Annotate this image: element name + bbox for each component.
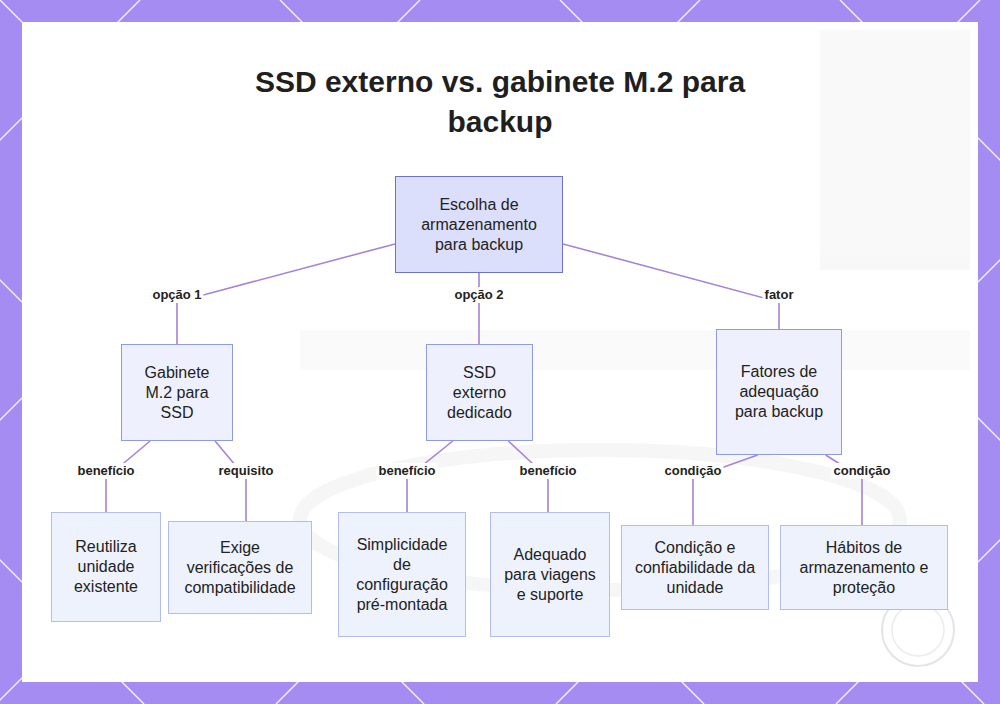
node-text: Adequado para viagens e suporte xyxy=(501,545,599,605)
leaf-box: Reutiliza unidade existente xyxy=(51,512,161,622)
root-box: Escolha de armazenamento para backup xyxy=(395,176,563,273)
leaf-box: Exige verificações de compatibilidade xyxy=(168,521,312,614)
edge-label: benefício xyxy=(75,463,136,479)
connector-line xyxy=(177,244,395,344)
edge-label: condição xyxy=(662,463,723,479)
edge-label: fator xyxy=(763,287,796,303)
connector-line xyxy=(478,273,480,344)
edge-label: requisito xyxy=(217,463,276,479)
leaf-box: Adequado para viagens e suporte xyxy=(490,512,610,637)
node-text: Fatores de adequação para backup xyxy=(727,362,831,422)
node-text: SSD externo dedicado xyxy=(437,363,522,423)
node-text: Condição e confiabilidade da unidade xyxy=(632,538,758,598)
factor-box: Fatores de adequação para backup xyxy=(716,329,842,455)
connector-line xyxy=(563,244,779,329)
node-text: Simplicidade de configuração pré-montada xyxy=(349,535,455,615)
option-box: Gabinete M.2 para SSD xyxy=(121,344,233,441)
node-text: Exige verificações de compatibilidade xyxy=(179,538,301,598)
node-text: Gabinete M.2 para SSD xyxy=(132,363,222,423)
leaf-box: Simplicidade de configuração pré-montada xyxy=(338,512,466,637)
leaf-box: Hábitos de armazenamento e proteção xyxy=(780,525,948,610)
edge-label: opção 2 xyxy=(452,287,505,303)
content-panel xyxy=(22,22,978,682)
connector-line xyxy=(215,441,246,521)
edge-label: benefício xyxy=(517,463,578,479)
node-text: Hábitos de armazenamento e proteção xyxy=(791,538,937,598)
stamp-mark xyxy=(892,604,944,656)
leaf-box: Condição e confiabilidade da unidade xyxy=(621,525,769,610)
node-text: Escolha de armazenamento para backup xyxy=(406,195,552,255)
diagram-title: SSD externo vs. gabinete M.2 para backup xyxy=(200,62,800,142)
faded-backdrop xyxy=(300,30,970,590)
node-text: Reutiliza unidade existente xyxy=(62,537,150,597)
edge-label: condição xyxy=(831,463,892,479)
edge-label: opção 1 xyxy=(150,287,203,303)
edge-label: benefício xyxy=(376,463,437,479)
option-box: SSD externo dedicado xyxy=(426,344,533,441)
